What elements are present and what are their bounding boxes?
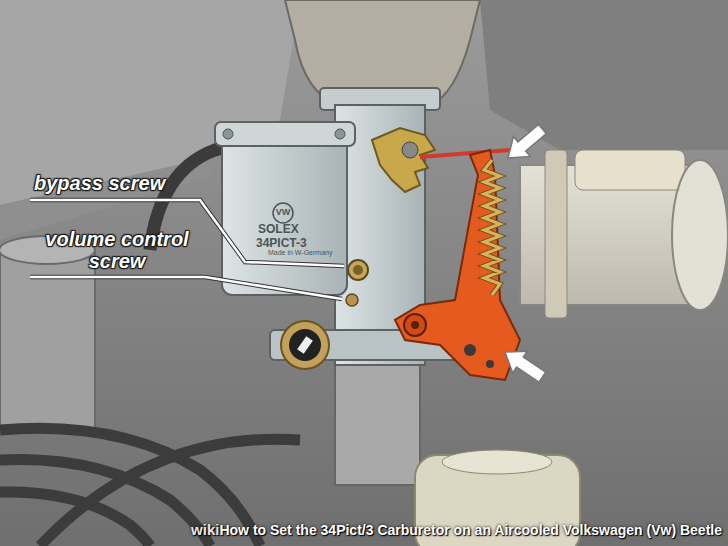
pointer-arrow bbox=[500, 119, 551, 168]
throttle-rod bbox=[420, 150, 510, 157]
part-label: volume control screw bbox=[28, 228, 206, 272]
cover-screw bbox=[223, 129, 233, 139]
generator-band bbox=[545, 150, 567, 318]
float-bowl bbox=[222, 135, 347, 295]
choke-element-core bbox=[289, 329, 321, 361]
spark-plug-wire bbox=[0, 460, 210, 546]
lever-hole bbox=[464, 344, 476, 356]
vw-logo-ring bbox=[273, 203, 293, 223]
bowl-cover bbox=[215, 122, 355, 146]
lever-hole bbox=[486, 360, 494, 368]
lever-pivot-center bbox=[411, 321, 419, 329]
throttle-lever bbox=[395, 150, 520, 380]
distributor-cap-top bbox=[442, 450, 552, 474]
logo-text: VW bbox=[274, 207, 292, 217]
brand-text: SOLEX bbox=[258, 222, 299, 236]
leader-line bbox=[30, 277, 342, 299]
lever-pivot bbox=[404, 314, 426, 336]
model-text: 34PICT-3 bbox=[256, 236, 307, 250]
return-spring bbox=[484, 160, 500, 295]
generator-mount bbox=[575, 150, 685, 190]
origin-text: Made in W-Germany bbox=[268, 249, 332, 256]
watermark-text: How to Set the 34Pict/3 Carburetor on an… bbox=[219, 522, 722, 538]
rear-tin bbox=[480, 0, 728, 150]
generator-end bbox=[672, 160, 728, 310]
choke-lever-bolt bbox=[402, 142, 418, 158]
intake-manifold bbox=[335, 350, 420, 485]
volume-control-screw bbox=[346, 294, 358, 306]
bypass-screw-head bbox=[353, 265, 363, 275]
watermark-logo: wiki bbox=[191, 521, 219, 538]
part-label: bypass screw bbox=[34, 172, 165, 195]
choke-lever bbox=[372, 128, 435, 192]
return-spring-outline bbox=[484, 160, 500, 295]
bypass-screw bbox=[348, 260, 368, 280]
cover-screw bbox=[335, 129, 345, 139]
watermark: wikiHow to Set the 34Pict/3 Carburetor o… bbox=[191, 521, 722, 539]
choke-terminal bbox=[297, 336, 313, 354]
pointer-arrow bbox=[498, 341, 550, 388]
leader-line-outline bbox=[30, 277, 342, 299]
choke-element bbox=[281, 321, 329, 369]
